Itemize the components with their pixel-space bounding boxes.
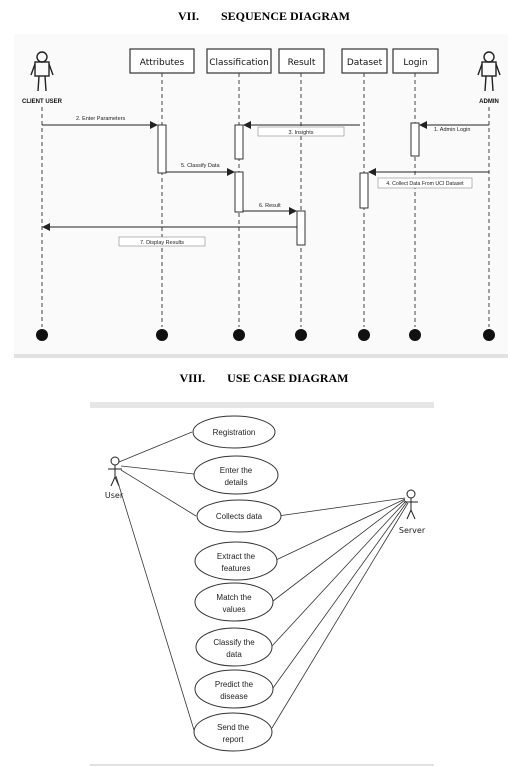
message-box-insights <box>257 126 345 137</box>
usecase-label-predict-disease-line2: disease <box>220 692 248 701</box>
end-dot-admin <box>483 329 495 341</box>
activation-classification-2 <box>234 171 244 213</box>
lifeline-label-result: Result <box>288 58 316 68</box>
lifeline-box-result <box>278 48 325 74</box>
lifeline-label-dataset: Dataset <box>347 58 383 68</box>
end-dot-attributes <box>156 329 168 341</box>
client-user-actor-icon <box>30 51 54 92</box>
usecase-ellipse-extract-features <box>194 541 278 581</box>
message-label-collect-data: 4. Collect Data From UCI Dataset <box>386 181 464 187</box>
assoc-server-send-report <box>271 502 409 729</box>
lifeline-label-attributes: Attributes <box>140 58 185 68</box>
usecase-ellipse-match-values <box>194 582 274 622</box>
assoc-server-collects-data <box>277 497 406 517</box>
assoc-user-collects-data <box>120 469 197 517</box>
message-label-display-results: 7. Display Results <box>140 240 184 246</box>
activation-classification-1 <box>234 124 244 160</box>
usecase-label-extract-features-line2: features <box>222 564 251 573</box>
usecase-ellipse-predict-disease <box>194 669 274 709</box>
usecase-label-send-report-line2: report <box>223 735 245 744</box>
assoc-user-enter-details <box>120 465 195 475</box>
usecase-ellipse-send-report <box>193 712 273 752</box>
end-dot-result <box>295 329 307 341</box>
end-dot-classification <box>233 329 245 341</box>
usecase-section-title: USE CASE DIAGRAM <box>227 371 349 385</box>
admin-actor-icon <box>477 51 501 92</box>
usecase-ellipse-collects-data <box>196 499 282 533</box>
usecase-label-collects-data: Collects data <box>216 512 263 521</box>
lifeline-box-login <box>392 48 439 74</box>
message-label-admin-login: 1. Admin Login <box>434 127 470 133</box>
sequence-diagram-heading: VII. SEQUENCE DIAGRAM <box>0 9 528 24</box>
end-dot-login <box>409 329 421 341</box>
assoc-server-classify-data <box>271 500 407 647</box>
activation-attributes <box>157 124 167 174</box>
end-dot-client-user <box>36 329 48 341</box>
message-label-classify-data: 5. Classify Data <box>181 163 220 169</box>
client-user-label: CLIENT USER <box>22 99 63 105</box>
assoc-user-send-report <box>115 475 195 731</box>
activation-result <box>296 210 306 246</box>
server-actor-icon <box>404 489 418 520</box>
message-box-display-results <box>118 236 206 247</box>
usecase-ellipse-classify-data <box>195 627 273 667</box>
usecase-label-enter-details-line2: details <box>224 478 247 487</box>
user-actor-icon <box>108 456 122 487</box>
lifeline-label-login: Login <box>403 58 427 68</box>
activation-login <box>410 122 420 157</box>
message-label-enter-parameters: 2. Enter Parameters <box>76 116 125 122</box>
usecase-label-match-values-line2: values <box>222 605 245 614</box>
message-box-collect-data <box>377 177 473 189</box>
lifeline-label-classification: Classification <box>209 58 269 68</box>
activation-dataset <box>359 172 369 209</box>
sequence-diagram-panel <box>14 34 508 358</box>
usecase-ellipse-registration <box>192 415 276 449</box>
message-label-result: 6. Result <box>259 203 281 209</box>
assoc-server-predict-disease <box>272 501 408 689</box>
assoc-server-extract-features <box>275 498 406 561</box>
usecase-label-classify-data-line1: Classify the <box>213 638 255 647</box>
server-actor-label: Server <box>399 526 426 535</box>
sequence-section-title: SEQUENCE DIAGRAM <box>221 9 351 23</box>
admin-label: ADMIN <box>479 99 499 105</box>
user-actor-label: User <box>105 491 124 500</box>
message-label-insights: 3. Insights <box>288 130 313 136</box>
usecase-label-send-report-line1: Send the <box>217 723 250 732</box>
usecase-label-extract-features-line1: Extract the <box>217 552 256 561</box>
usecase-label-registration: Registration <box>213 428 256 437</box>
assoc-user-registration <box>118 431 193 463</box>
usecase-label-enter-details-line1: Enter the <box>220 466 253 475</box>
usecase-diagram-heading: VIII. USE CASE DIAGRAM <box>0 371 528 386</box>
assoc-server-match-values <box>272 499 406 602</box>
usecase-section-number: VIII. <box>179 371 206 385</box>
usecase-ellipse-enter-details <box>193 455 279 495</box>
usecase-label-match-values-line1: Match the <box>216 593 252 602</box>
sequence-section-number: VII. <box>177 9 199 23</box>
usecase-label-classify-data-line2: data <box>226 650 242 659</box>
end-dot-dataset <box>358 329 370 341</box>
usecase-label-predict-disease-line1: Predict the <box>215 680 254 689</box>
